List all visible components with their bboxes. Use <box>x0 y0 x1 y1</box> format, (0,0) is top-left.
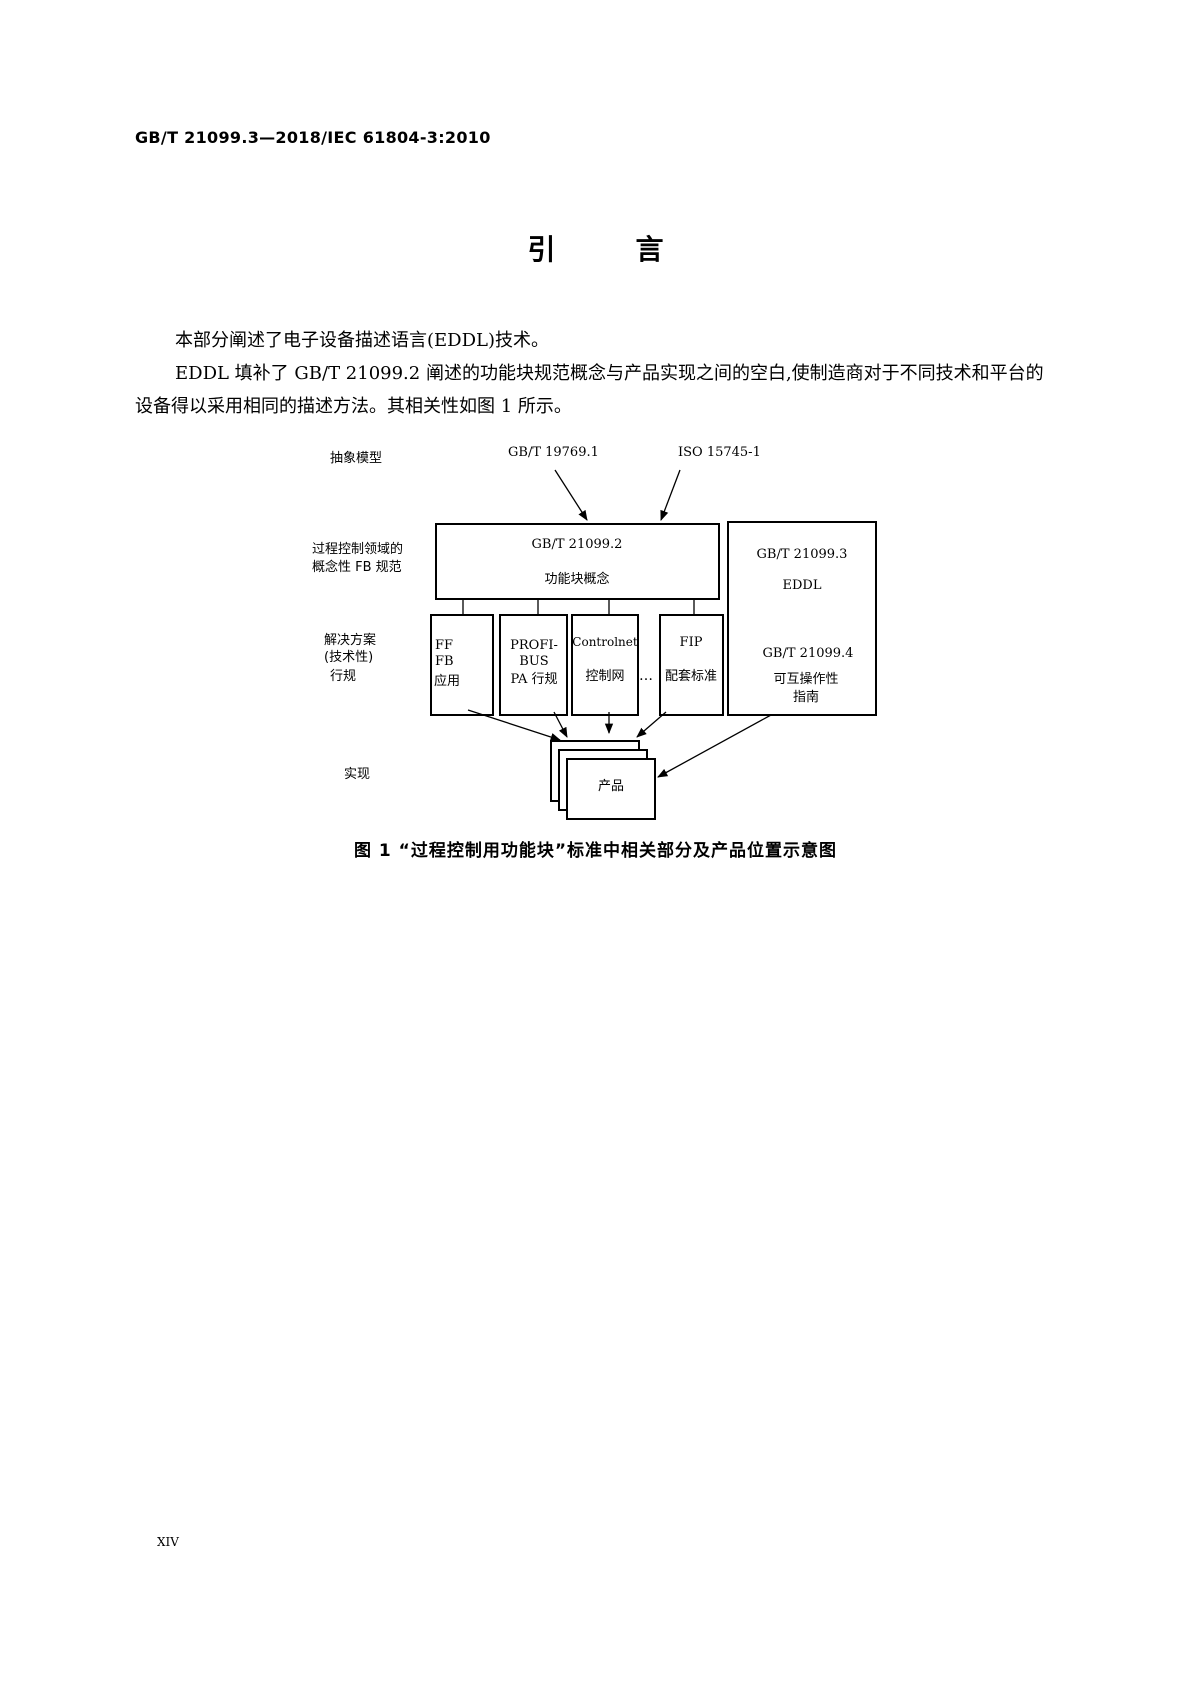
arrow-fip-to-product <box>636 711 667 738</box>
profile-profibus-line3: PA 行规 <box>510 672 557 687</box>
eddl-label: EDDL <box>783 578 822 593</box>
row-label-solution-3: 行规 <box>330 669 356 684</box>
paragraph-1: 本部分阐述了电子设备描述语言(EDDL)技术。 <box>175 330 549 351</box>
row-label-solution-1: 解决方案 <box>324 632 376 648</box>
figure-caption: 图 1 “过程控制用功能块”标准中相关部分及产品位置示意图 <box>353 841 837 861</box>
product-label: 产品 <box>598 779 624 794</box>
arrow-profibus-to-product <box>553 711 568 738</box>
profile-box-fip <box>659 614 724 716</box>
profile-box-controlnet <box>571 614 639 716</box>
arrow-gb-19769 <box>554 469 588 521</box>
paragraph-2: EDDL 填补了 GB/T 21099.2 阐述的功能块规范概念与产品实现之间的… <box>135 363 1044 417</box>
product-card-front <box>566 758 656 820</box>
row-label-implementation: 实现 <box>344 767 370 782</box>
standard-number: GB/T 21099.3—2018/IEC 61804-3:2010 <box>135 128 491 147</box>
page-number: XIV <box>157 1535 179 1549</box>
row-label-solution-2: (技术性) <box>324 650 373 665</box>
fb-concept-standard: GB/T 21099.2 <box>532 537 623 552</box>
interop-label-2: 指南 <box>793 689 819 705</box>
source-iso-15745: ISO 15745-1 <box>678 445 761 460</box>
profile-box-profibus <box>499 614 568 716</box>
row-label-fb-spec-2: 概念性 FB 规范 <box>312 559 402 575</box>
fb-concept-box <box>435 523 720 600</box>
profile-box-ff <box>430 614 494 716</box>
profile-ff-line1: FF <box>435 638 453 653</box>
eddl-box <box>727 521 877 716</box>
arrow-iso-15745 <box>660 469 681 521</box>
arrow-eddl-to-product <box>657 714 772 778</box>
row-label-fb-spec-1: 过程控制领域的 <box>312 541 403 557</box>
profile-ff-line3: 应用 <box>434 673 460 689</box>
fb-concept-label: 功能块概念 <box>544 571 609 587</box>
section-title: 引言 <box>527 233 744 266</box>
source-gb-19769: GB/T 19769.1 <box>508 445 599 460</box>
row-label-abstract-model: 抽象模型 <box>330 451 382 466</box>
profile-fip-line2: 配套标准 <box>665 668 717 684</box>
profile-profibus-line1: PROFI- <box>510 638 558 653</box>
eddl-standard: GB/T 21099.3 <box>757 547 848 562</box>
profile-ff-line2: FB <box>435 654 454 669</box>
profile-profibus-line2: BUS <box>519 654 548 669</box>
interop-label-1: 可互操作性 <box>773 671 838 687</box>
profile-controlnet-line2: 控制网 <box>585 669 624 684</box>
relationship-diagram: 抽象模型 过程控制领域的 概念性 FB 规范 解决方案 (技术性) 行规 实现 … <box>312 445 877 820</box>
profile-fip-line1: FIP <box>680 635 703 650</box>
profile-controlnet-line1: Controlnet <box>572 635 638 649</box>
arrow-ff-to-product <box>467 709 561 742</box>
profile-ellipsis: … <box>639 668 653 684</box>
interop-standard: GB/T 21099.4 <box>763 646 854 661</box>
